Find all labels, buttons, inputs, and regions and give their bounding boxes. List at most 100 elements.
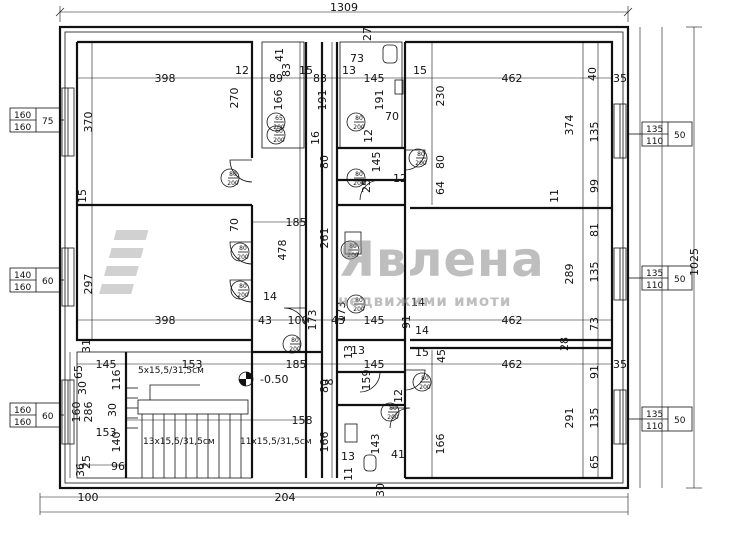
level-marker: -0.50 xyxy=(238,371,288,387)
dimension-label: 100 xyxy=(288,314,309,327)
door-tag-bottom: 200 xyxy=(237,254,249,261)
fixtures xyxy=(344,44,404,472)
window-tag-bottom: 160 xyxy=(14,123,31,133)
dimension-label: 135 xyxy=(588,262,601,283)
dimension-label: 160 xyxy=(70,402,83,423)
window-tag-top: 160 xyxy=(14,111,31,121)
dimension-label: 80 xyxy=(318,379,331,393)
dimension-label: 478 xyxy=(276,240,289,261)
door-tag-top: 80 xyxy=(389,405,397,412)
dimension-label: 135 xyxy=(588,122,601,143)
dimension-label: 191 xyxy=(316,90,329,111)
window-tag-top: 160 xyxy=(14,406,31,416)
dimension-label: 135 xyxy=(588,408,601,429)
dimension-label: 41 xyxy=(273,48,286,62)
dimension-label: 30 xyxy=(76,381,89,395)
dimension-label: 81 xyxy=(588,223,601,237)
dimension-label: 166 xyxy=(272,90,285,111)
dimension-label: 25 xyxy=(80,455,93,469)
dimension-label: 28 xyxy=(558,337,571,351)
window-tag-top: 135 xyxy=(646,125,663,135)
exterior-walls xyxy=(58,25,630,490)
window-tag-side: 50 xyxy=(674,275,686,285)
dimension-label: 35 xyxy=(613,72,627,85)
door-tag-bottom: 200 xyxy=(415,160,427,167)
dimension-label: 31 xyxy=(80,339,93,353)
dimension-label: 159 xyxy=(360,370,373,391)
overall-height-label: 1025 xyxy=(688,248,701,276)
dimension-label: 70 xyxy=(228,218,241,232)
dimension-label: 96 xyxy=(111,460,125,473)
window-tag-bottom: 160 xyxy=(14,283,31,293)
door-tag-top: 80 xyxy=(417,151,425,158)
door-tag-top: 80 xyxy=(291,337,299,344)
level-label: -0.50 xyxy=(260,373,288,386)
dimension-label: 30 xyxy=(374,483,387,497)
dimension-label: 16 xyxy=(309,131,322,145)
window-tag-bottom: 110 xyxy=(646,281,663,291)
dimension-label: 374 xyxy=(563,115,576,136)
dimension-label: 80 xyxy=(318,155,331,169)
dimension-label: 398 xyxy=(155,72,176,85)
stair-label-2: 13x15,5/31,5см xyxy=(143,437,215,447)
window-tag-top: 135 xyxy=(646,410,663,420)
window-tag-top: 135 xyxy=(646,269,663,279)
dimension-label: 36 xyxy=(74,463,87,477)
window-tag-bottom: 110 xyxy=(646,137,663,147)
door-tag-bottom: 200 xyxy=(289,346,301,353)
door-tag-bottom: 200 xyxy=(353,124,365,131)
dimension-label: 204 xyxy=(275,491,296,504)
dimension-label: 145 xyxy=(370,152,383,173)
overall-width-dimension: 1309 xyxy=(55,1,633,22)
door-tag-top: 65 xyxy=(275,115,283,122)
dimension-label: 230 xyxy=(434,86,447,107)
dimension-label: 462 xyxy=(502,314,523,327)
interior-walls xyxy=(75,40,614,480)
dimension-label: 145 xyxy=(364,72,385,85)
dimension-label: 12 xyxy=(362,129,375,143)
watermark-tagline: недвижими имоти xyxy=(338,292,511,310)
dimension-label: 41 xyxy=(391,448,405,461)
door-tag-bottom: 200 xyxy=(419,384,431,391)
dimension-label: 13 xyxy=(351,344,365,357)
door-tags: 8020065200602008020080200802008020080200… xyxy=(220,112,432,422)
dimension-label: 185 xyxy=(286,358,307,371)
dimension-label: 45 xyxy=(435,349,448,363)
dimension-label: 70 xyxy=(385,110,399,123)
door-tag-top: 80 xyxy=(229,171,237,178)
dimension-label: 289 xyxy=(563,264,576,285)
watermark-brand: Явлена xyxy=(338,232,545,288)
dimension-label: 80 xyxy=(434,155,447,169)
dimension-label: 398 xyxy=(155,314,176,327)
dimension-label: 91 xyxy=(588,365,601,379)
dimension-label: 65 xyxy=(588,455,601,469)
dimension-label: 116 xyxy=(110,370,123,391)
stair-label-3: 11x15,5/31,5см xyxy=(240,437,312,447)
dimension-label: 166 xyxy=(318,432,331,453)
dimension-label: 297 xyxy=(82,274,95,295)
door-tag-top: 80 xyxy=(349,243,357,250)
dimension-label: 286 xyxy=(82,402,95,423)
dimension-label: 27 xyxy=(361,27,374,41)
door-swings xyxy=(229,149,426,429)
dimension-label: 13 xyxy=(342,345,355,359)
dimension-label: 65 xyxy=(72,365,85,379)
dimension-label: 89 xyxy=(269,72,283,85)
dimension-label: 145 xyxy=(364,358,385,371)
door-tag-top: 80 xyxy=(239,283,247,290)
dimension-label: 462 xyxy=(502,72,523,85)
dimension-label: 291 xyxy=(563,408,576,429)
dimension-lines xyxy=(39,42,629,515)
dimension-label: 64 xyxy=(434,181,447,195)
